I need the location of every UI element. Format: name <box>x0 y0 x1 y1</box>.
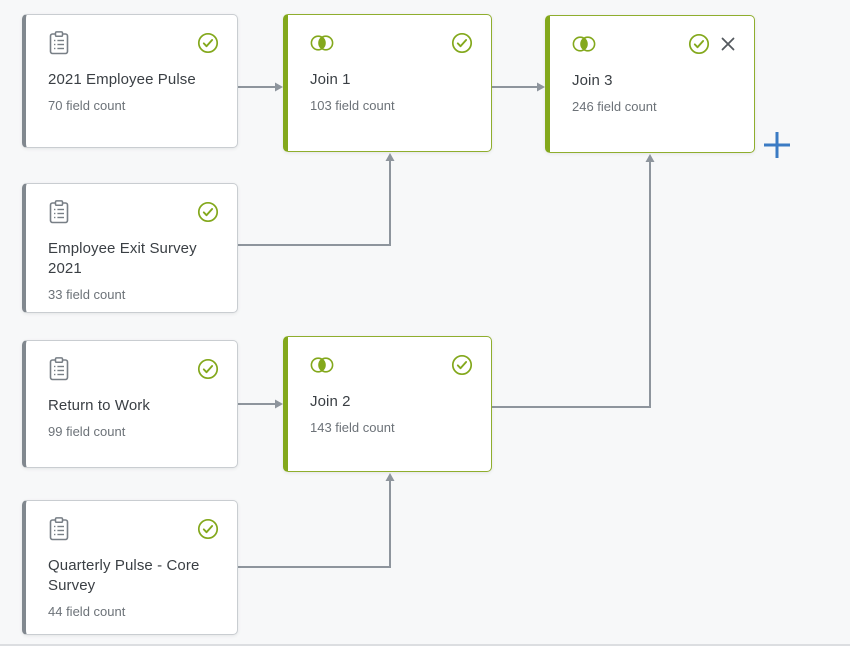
node-header <box>48 517 219 541</box>
join-node-1[interactable]: Join 1 103 field count <box>283 14 492 152</box>
check-circle-icon <box>197 518 219 540</box>
check-circle-icon <box>197 358 219 380</box>
join-node-2[interactable]: Join 2 143 field count <box>283 336 492 472</box>
node-header <box>48 357 219 381</box>
node-field-count: 103 field count <box>310 98 395 113</box>
node-header <box>48 31 219 55</box>
node-field-count: 33 field count <box>48 287 126 302</box>
check-circle-icon <box>451 32 473 54</box>
source-node-return-to-work[interactable]: Return to Work 99 field count <box>22 340 238 468</box>
venn-join-icon <box>310 356 334 374</box>
clipboard-list-icon <box>48 357 70 381</box>
source-node-exit-survey[interactable]: Employee Exit Survey 2021 33 field count <box>22 183 238 313</box>
plus-icon <box>762 130 792 160</box>
node-title: Return to Work <box>48 397 150 414</box>
check-circle-icon <box>451 354 473 376</box>
join-node-3[interactable]: Join 3 246 field count <box>545 15 755 153</box>
node-title: 2021 Employee Pulse <box>48 71 196 88</box>
node-header <box>572 32 736 56</box>
node-title: Employee Exit Survey 2021 <box>48 240 197 277</box>
node-title: Join 1 <box>310 71 351 88</box>
clipboard-list-icon <box>48 31 70 55</box>
check-circle-icon <box>197 32 219 54</box>
clipboard-list-icon <box>48 200 70 224</box>
node-field-count: 70 field count <box>48 98 126 113</box>
node-field-count: 246 field count <box>572 99 657 114</box>
clipboard-list-icon <box>48 517 70 541</box>
source-node-employee-pulse[interactable]: 2021 Employee Pulse 70 field count <box>22 14 238 148</box>
node-title: Join 3 <box>572 72 613 89</box>
node-field-count: 44 field count <box>48 604 126 619</box>
node-field-count: 143 field count <box>310 420 395 435</box>
node-header <box>310 31 473 55</box>
source-node-quarterly-pulse[interactable]: Quarterly Pulse - Core Survey 44 field c… <box>22 500 238 635</box>
node-header <box>48 200 219 224</box>
node-header <box>310 353 473 377</box>
venn-join-icon <box>310 34 334 52</box>
check-circle-icon <box>688 33 710 55</box>
venn-join-icon <box>572 35 596 53</box>
close-icon[interactable] <box>720 36 736 52</box>
check-circle-icon <box>197 201 219 223</box>
node-field-count: 99 field count <box>48 424 126 439</box>
node-title: Quarterly Pulse - Core Survey <box>48 557 200 594</box>
add-node-button[interactable] <box>760 128 794 162</box>
node-title: Join 2 <box>310 393 351 410</box>
